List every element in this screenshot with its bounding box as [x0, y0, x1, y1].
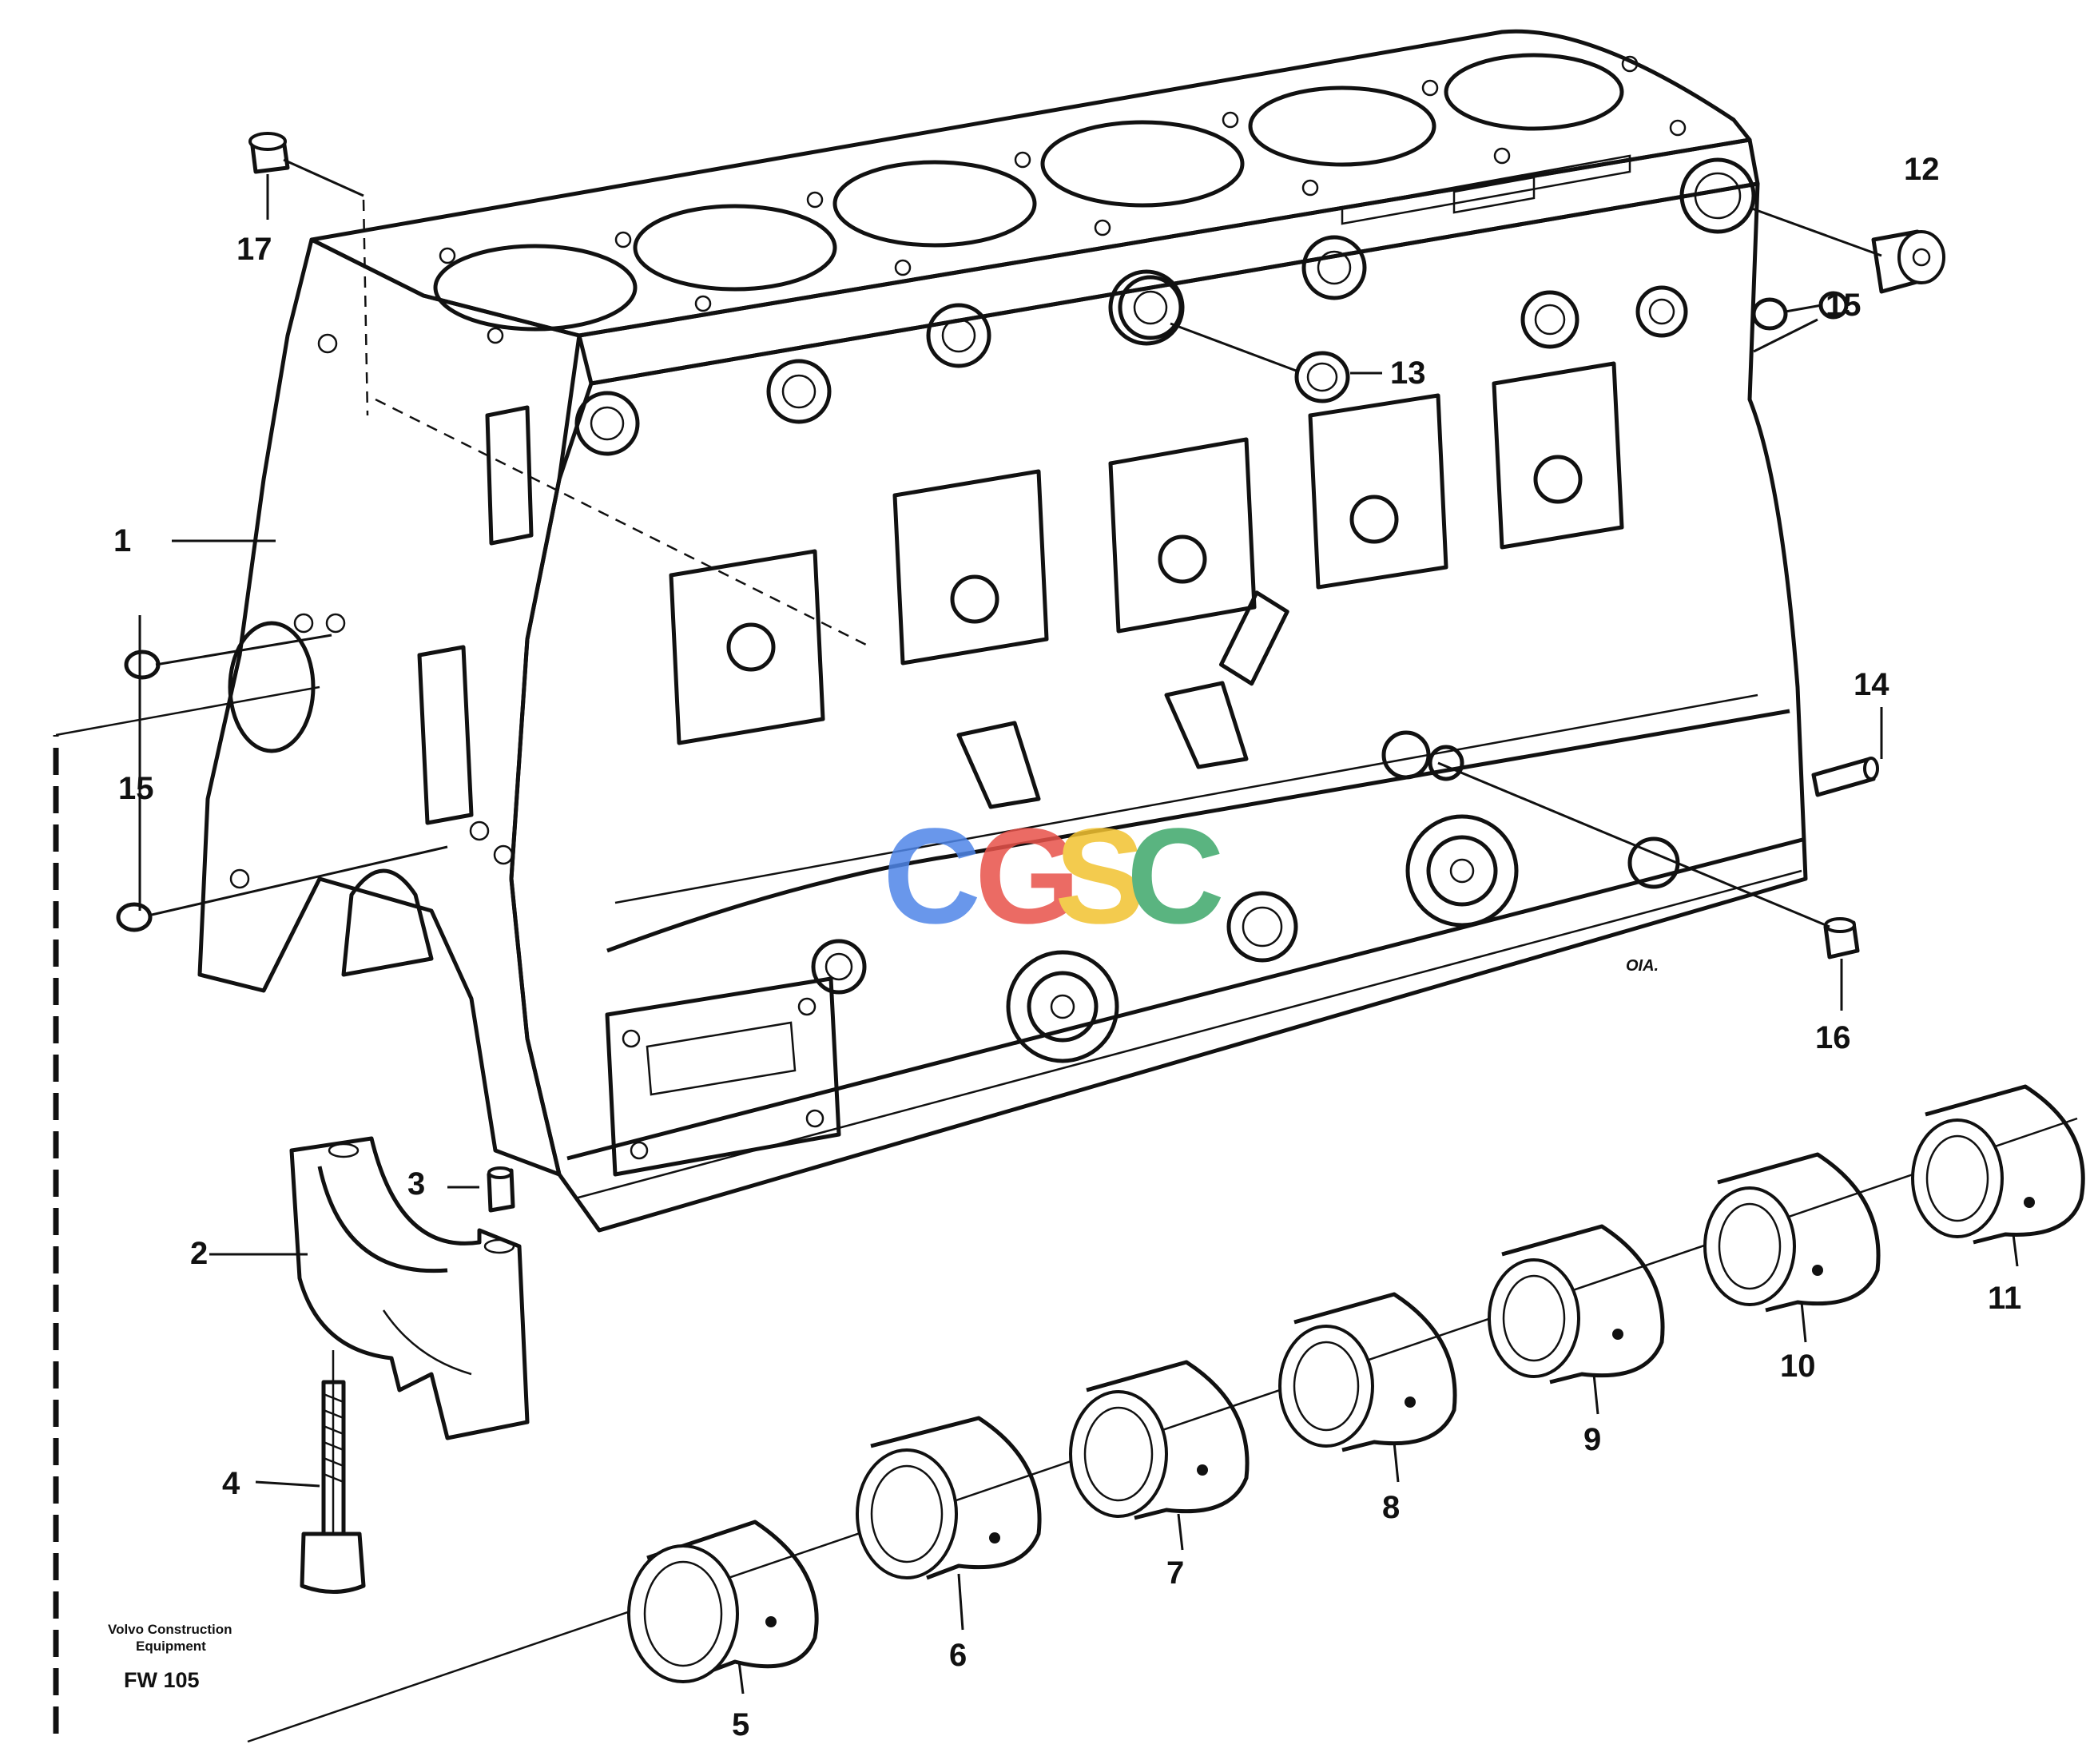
bearing-shell-11 — [1911, 1084, 2085, 1245]
callout-2: 2 — [190, 1236, 208, 1271]
callout-4: 4 — [222, 1466, 240, 1501]
callout-10: 10 — [1780, 1349, 1816, 1384]
bearing-shell-6 — [856, 1416, 1042, 1580]
bearing-shell-10 — [1703, 1152, 1881, 1313]
dowel-axis-dashed — [362, 199, 369, 416]
callout-3: 3 — [407, 1166, 425, 1202]
dowel-14 — [1811, 757, 1879, 797]
watermark-letter-1: C — [883, 801, 981, 952]
artist-mark: OIA. — [1626, 957, 1659, 975]
main-bearing-cap — [289, 1136, 530, 1440]
callout-12: 12 — [1904, 152, 1940, 187]
bearing-shell-7 — [1069, 1360, 1250, 1520]
bearing-shell-9 — [1488, 1224, 1665, 1385]
footer-block: Volvo Construction Equipment FW 105 — [108, 1622, 232, 1692]
maker-line-2: Equipment — [136, 1639, 206, 1654]
watermark-letter-3: S — [1055, 801, 1145, 952]
watermark-letter-4: C — [1126, 801, 1225, 952]
callout-8: 8 — [1382, 1490, 1400, 1525]
plug-16 — [1823, 917, 1860, 959]
callout-15-right: 15 — [1826, 288, 1862, 323]
callout-15-left: 15 — [118, 771, 154, 806]
watermark-letter-2: G — [975, 801, 1080, 952]
callout-1: 1 — [113, 523, 131, 558]
callout-11: 11 — [1988, 1281, 2021, 1316]
figure-code: FW 105 — [124, 1668, 200, 1692]
callout-6: 6 — [949, 1638, 967, 1673]
main-bearing-bolt — [300, 1350, 366, 1594]
dowel-pin — [487, 1166, 515, 1213]
callout-5: 5 — [732, 1707, 749, 1742]
bearing-shells — [627, 1084, 2085, 1683]
cylinder-block — [197, 29, 1808, 1233]
callout-13: 13 — [1390, 356, 1426, 391]
sealing-ring-13 — [1294, 351, 1350, 403]
callout-17: 17 — [236, 232, 272, 267]
leader-lines — [138, 158, 2019, 1694]
plug-17 — [248, 132, 290, 174]
watermark-logo: C G S C — [883, 801, 1225, 952]
callout-labels: 1 2 3 4 5 6 7 8 9 10 11 12 13 14 15 15 1… — [113, 152, 2021, 1742]
maker-line-1: Volvo Construction — [108, 1622, 232, 1637]
callout-16: 16 — [1815, 1020, 1851, 1055]
crank-axis-leader — [55, 685, 320, 737]
callout-9: 9 — [1583, 1422, 1601, 1457]
callout-7: 7 — [1166, 1555, 1184, 1591]
plug-12 — [1218, 229, 1945, 686]
bearing-shell-8 — [1278, 1292, 1457, 1452]
callout-14: 14 — [1854, 667, 1889, 702]
bearing-shell-5 — [627, 1520, 819, 1683]
